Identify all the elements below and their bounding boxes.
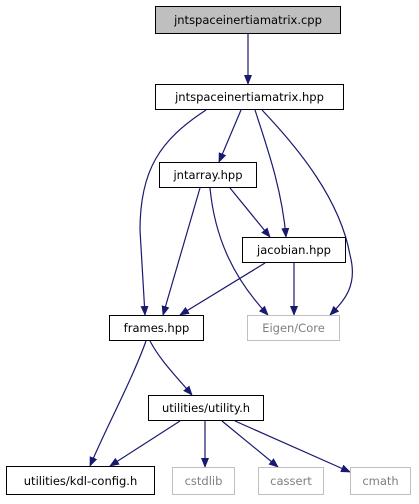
node-cstdlib: cstdlib bbox=[172, 467, 235, 495]
edge-utility-to-kdlconfig bbox=[109, 420, 181, 467]
edge-frames-to-kdlconfig bbox=[89, 340, 147, 467]
node-cmath: cmath bbox=[350, 467, 411, 495]
node-cassert: cassert bbox=[258, 467, 324, 495]
node-jntarray-hpp[interactable]: jntarray.hpp bbox=[159, 162, 257, 188]
edge-hpp-to-jacobian bbox=[254, 109, 290, 238]
edge-jntarray-to-jacobian bbox=[229, 187, 271, 238]
edge-hpp-to-frames bbox=[139, 109, 207, 316]
node-eigen-core: Eigen/Core bbox=[247, 315, 340, 341]
edge-jacobian-to-frames bbox=[179, 262, 266, 316]
node-jacobian-hpp[interactable]: jacobian.hpp bbox=[242, 237, 346, 263]
edge-hpp-to-jntarray bbox=[218, 109, 242, 163]
edge-utility-to-cmath bbox=[234, 420, 351, 473]
edge-jntarray-to-eigen bbox=[209, 187, 269, 316]
edge-frames-to-utility bbox=[149, 340, 193, 396]
node-utilities-kdl-config-h[interactable]: utilities/kdl-config.h bbox=[6, 466, 155, 495]
edge-hpp-to-eigen bbox=[261, 109, 354, 316]
edge-utility-to-cassert bbox=[221, 420, 279, 468]
node-jntspaceinertiamatrix-cpp[interactable]: jntspaceinertiamatrix.cpp bbox=[155, 6, 341, 34]
edge-jntarray-to-frames bbox=[161, 187, 201, 316]
node-frames-hpp[interactable]: frames.hpp bbox=[109, 315, 204, 341]
node-utilities-utility-h[interactable]: utilities/utility.h bbox=[148, 395, 264, 421]
node-jntspaceinertiamatrix-hpp[interactable]: jntspaceinertiamatrix.hpp bbox=[155, 84, 344, 110]
